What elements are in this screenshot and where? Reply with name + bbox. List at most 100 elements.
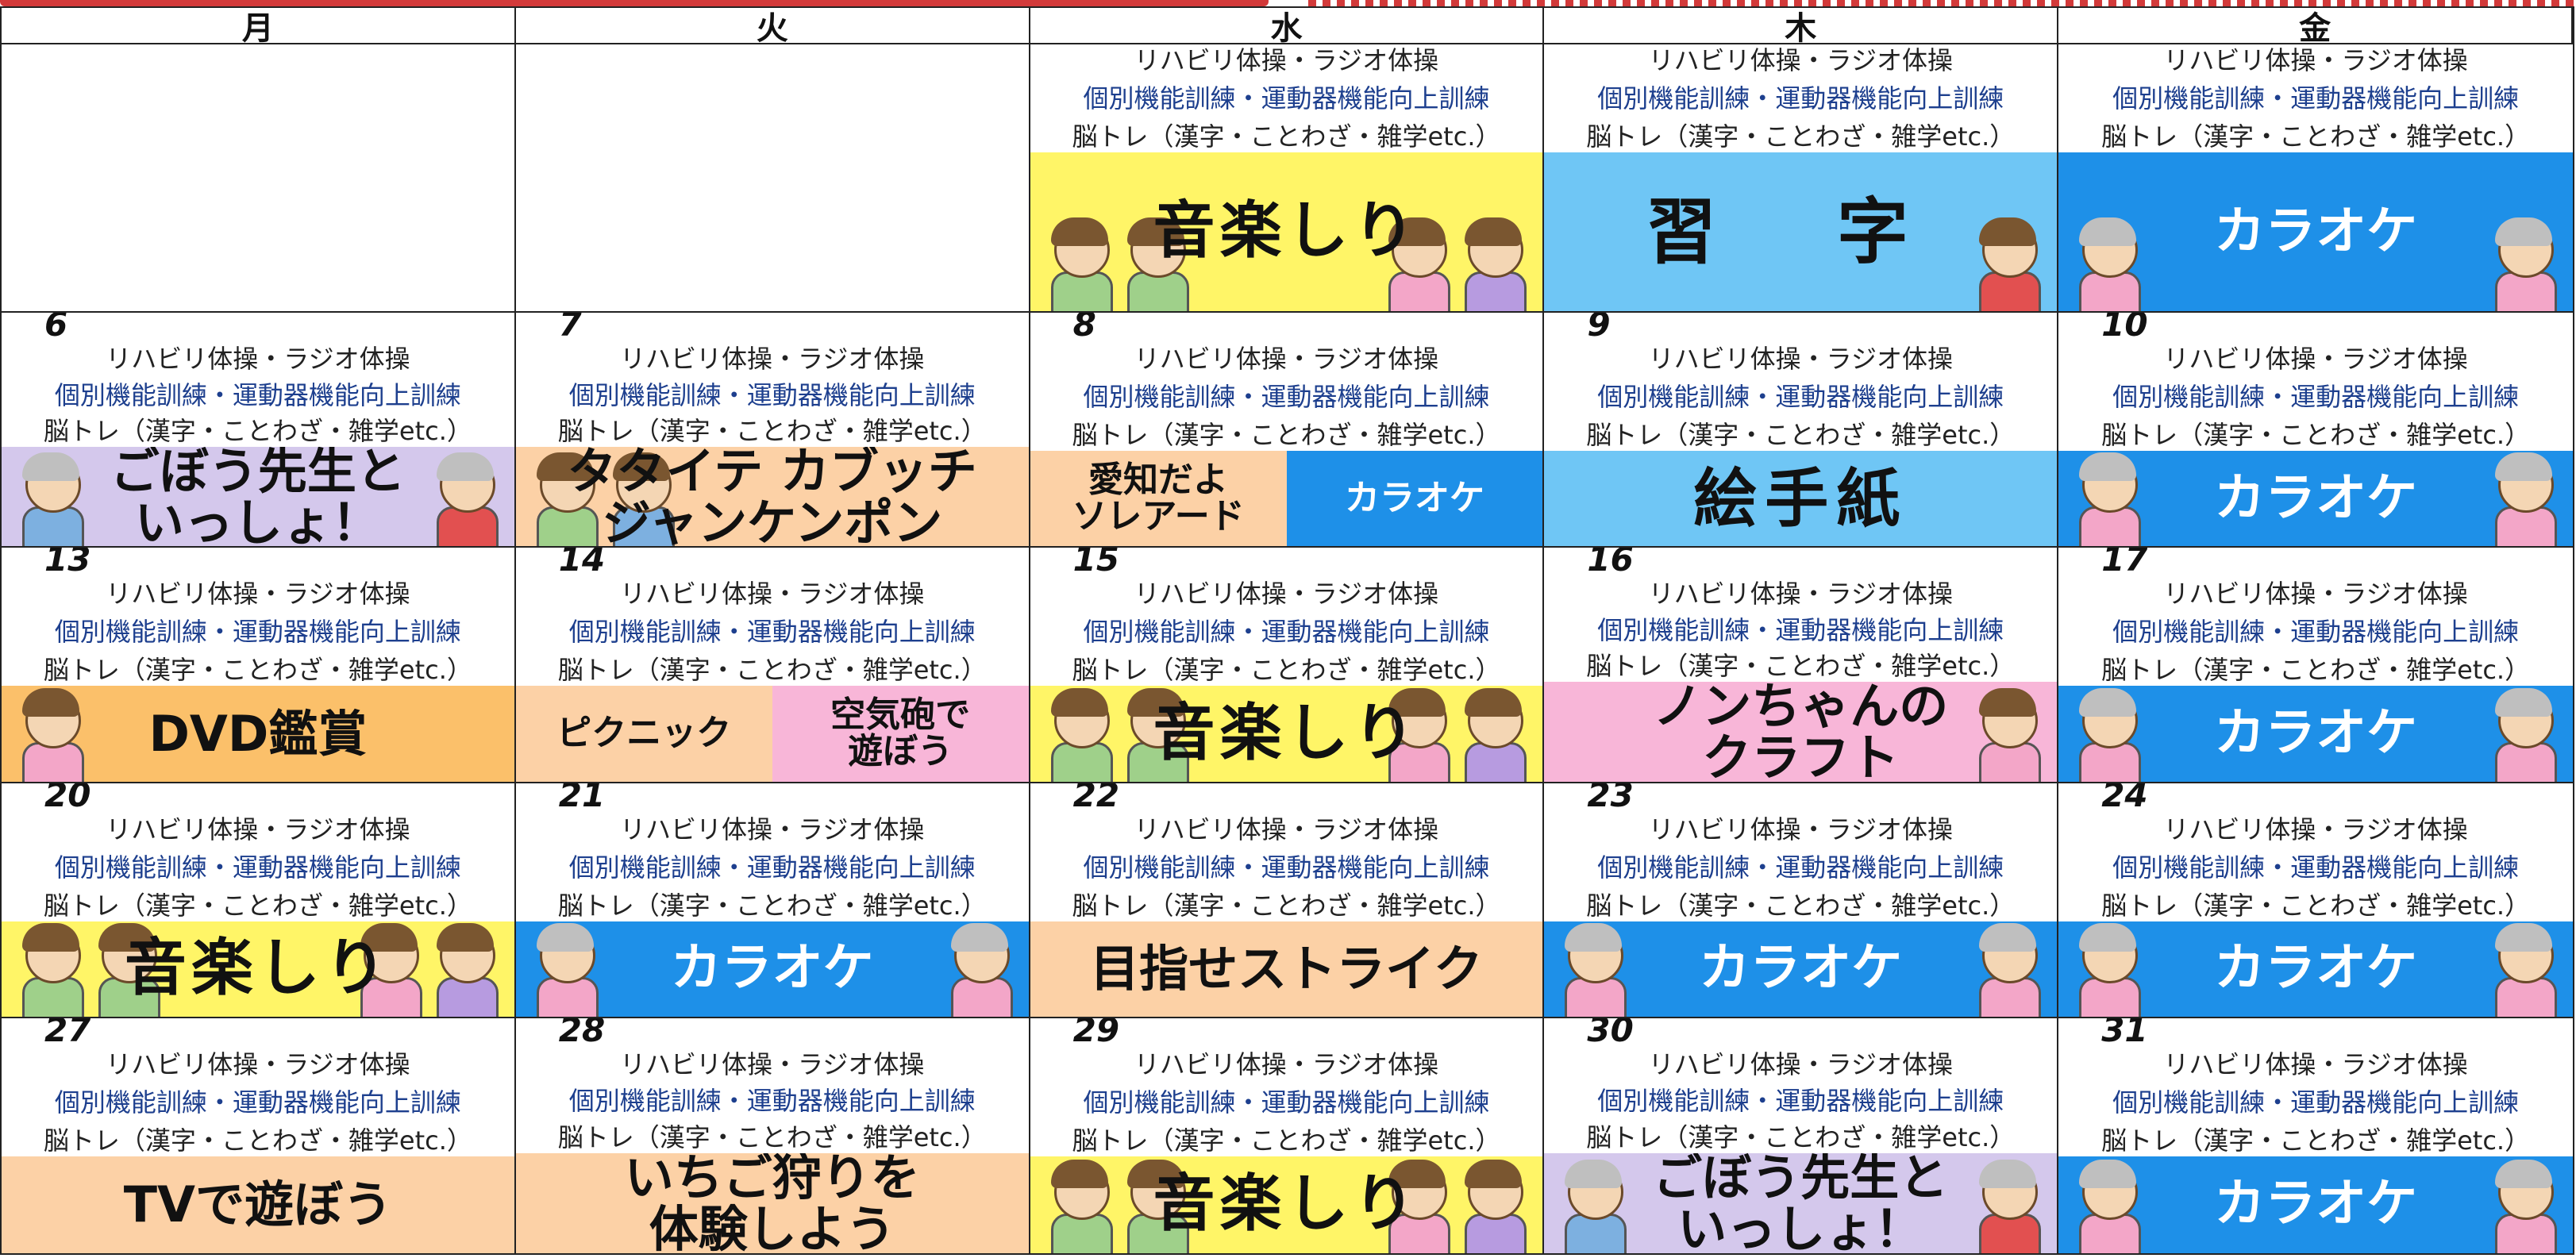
routine-line3: 脳トレ（漢字・ことわざ・雑学etc.）: [1072, 420, 1501, 451]
person-icon: [89, 922, 165, 1017]
activity-banner: ピクニック空気砲で 遊ぼう: [515, 686, 1029, 782]
day-number: 6: [44, 313, 68, 344]
activity-label: 習 字: [1645, 189, 1956, 274]
activity-label: TVで遊ぼう: [123, 1175, 393, 1234]
routine-lines: リハビリ体操・ラジオ体操個別機能訓練・運動器機能向上訓練脳トレ（漢字・ことわざ・…: [2, 578, 514, 686]
routine-lines: リハビリ体操・ラジオ体操個別機能訓練・運動器機能向上訓練脳トレ（漢字・ことわざ・…: [1544, 343, 2057, 451]
day-number: 23: [1587, 783, 1634, 814]
person-icon: [1455, 217, 1531, 312]
day-number: 17: [2101, 548, 2148, 579]
activity-banner: カラオケ: [2058, 686, 2573, 782]
top-red-bar: [0, 0, 1269, 6]
routine-line2: 個別機能訓練・運動器機能向上訓練: [1597, 382, 2004, 413]
day-number: 28: [558, 1018, 606, 1049]
routine-line3: 脳トレ（漢字・ことわざ・雑学etc.）: [2101, 1125, 2531, 1156]
day-cell-empty: [515, 44, 1030, 314]
activity-banner: カラオケ: [2058, 152, 2573, 312]
elderly-icon: [13, 452, 89, 547]
routine-line3: 脳トレ（漢字・ことわざ・雑学etc.）: [43, 416, 472, 447]
elderly-singer-icon: [2486, 1160, 2562, 1253]
activity-label: 音楽しり: [1153, 697, 1420, 769]
activity-banner: 音楽しり: [1030, 152, 1543, 312]
routine-lines: リハビリ体操・ラジオ体操個別機能訓練・運動器機能向上訓練脳トレ（漢字・ことわざ・…: [516, 343, 1029, 447]
routine-line3: 脳トレ（漢字・ことわざ・雑学etc.）: [43, 1125, 472, 1156]
person-icon: [1455, 687, 1531, 782]
routine-line1: リハビリ体操・ラジオ体操: [106, 814, 410, 844]
routine-line2: 個別機能訓練・運動器機能向上訓練: [2112, 852, 2520, 883]
weekday-header-thu: 木: [1544, 8, 2059, 47]
elderly-singer-icon: [2486, 922, 2562, 1017]
person-icon: [1118, 217, 1194, 312]
day-number: 15: [1072, 548, 1120, 579]
day-cell-3: 3リハビリ体操・ラジオ体操個別機能訓練・運動器機能向上訓練脳トレ（漢字・ことわざ…: [2058, 44, 2573, 314]
activity-banner: 音楽しり: [1030, 1156, 1543, 1253]
person-icon: [1379, 687, 1455, 782]
weekday-header-mon: 月: [2, 8, 516, 47]
routine-lines: リハビリ体操・ラジオ体操個別機能訓練・運動器機能向上訓練脳トレ（漢字・ことわざ・…: [2058, 44, 2573, 152]
activity-label: いちご狩りを 体験しよう: [624, 1152, 920, 1253]
activity-label: カラオケ: [1699, 939, 1903, 998]
routine-line2: 個別機能訓練・運動器機能向上訓練: [1083, 852, 1490, 883]
routine-line2: 個別機能訓練・運動器機能向上訓練: [1597, 1085, 2004, 1116]
routine-line3: 脳トレ（漢字・ことわざ・雑学etc.）: [1586, 420, 2016, 451]
activity-half-1: 愛知だよ ソレアード: [1030, 451, 1287, 546]
elderly-singer-icon: [1970, 922, 2046, 1017]
routine-lines: リハビリ体操・ラジオ体操個別機能訓練・運動器機能向上訓練脳トレ（漢字・ことわざ・…: [2, 814, 514, 921]
routine-lines: リハビリ体操・ラジオ体操個別機能訓練・運動器機能向上訓練脳トレ（漢字・ことわざ・…: [2058, 343, 2573, 451]
routine-line1: リハビリ体操・ラジオ体操: [620, 344, 925, 375]
activity-label: 愛知だよ ソレアード: [1072, 460, 1245, 537]
activity-banner: タタイテ カブッチ ジャンケンポン: [515, 447, 1029, 547]
routine-line2: 個別機能訓練・運動器機能向上訓練: [1083, 617, 1490, 648]
routine-line2: 個別機能訓練・運動器機能向上訓練: [1597, 83, 2004, 113]
activity-label: カラオケ: [2214, 468, 2418, 528]
activity-banner: 習 字: [1544, 152, 2058, 312]
activity-label: ごぼう先生と いっしょ！: [1653, 1152, 1949, 1253]
cat-singer-icon: [2070, 452, 2146, 547]
routine-line3: 脳トレ（漢字・ことわざ・雑学etc.）: [557, 416, 987, 447]
day-number: 7: [558, 313, 583, 344]
elderly-icon: [427, 452, 503, 547]
routine-line2: 個別機能訓練・運動器機能向上訓練: [568, 1085, 976, 1116]
routine-lines: リハビリ体操・ラジオ体操個別機能訓練・運動器機能向上訓練脳トレ（漢字・ことわざ・…: [1030, 814, 1543, 921]
day-number: 9: [1587, 313, 1611, 344]
routine-line2: 個別機能訓練・運動器機能向上訓練: [54, 1087, 461, 1118]
game-player-icon: [603, 452, 680, 547]
day-number: 10: [2101, 313, 2148, 344]
calligraphy-person-icon: [1970, 217, 2046, 312]
singer-icon: [2070, 217, 2146, 312]
routine-line1: リハビリ体操・ラジオ体操: [1134, 1048, 1439, 1079]
activity-banner: いちご狩りを 体験しよう: [515, 1152, 1029, 1253]
person-icon: [351, 922, 427, 1017]
activity-label: カラオケ: [2214, 939, 2418, 998]
activity-half-2: 空気砲で 遊ぼう: [772, 686, 1029, 782]
routine-line1: リハビリ体操・ラジオ体操: [1648, 1048, 1953, 1079]
day-cell-1: 1リハビリ体操・ラジオ体操個別機能訓練・運動器機能向上訓練脳トレ（漢字・ことわざ…: [1030, 44, 1545, 314]
activity-banner: カラオケ: [1544, 921, 2058, 1017]
activity-banner: ごぼう先生と いっしょ！: [1544, 1152, 2058, 1253]
routine-lines: リハビリ体操・ラジオ体操個別機能訓練・運動器機能向上訓練脳トレ（漢字・ことわざ・…: [1030, 343, 1543, 451]
routine-line3: 脳トレ（漢字・ことわざ・雑学etc.）: [557, 890, 987, 921]
day-number: 24: [2101, 783, 2148, 814]
routine-line2: 個別機能訓練・運動器機能向上訓練: [54, 379, 461, 410]
activity-banner: カラオケ: [2058, 1156, 2573, 1253]
activity-banner: 音楽しり: [2, 921, 514, 1017]
activity-banner: DVD鑑賞: [2, 686, 514, 782]
elderly-singer-icon: [2486, 687, 2562, 782]
routine-lines: リハビリ体操・ラジオ体操個別機能訓練・運動器機能向上訓練脳トレ（漢字・ことわざ・…: [1030, 1048, 1543, 1156]
activity-label: 絵手紙: [1693, 461, 1908, 537]
routine-lines: リハビリ体操・ラジオ体操個別機能訓練・運動器機能向上訓練脳トレ（漢字・ことわざ・…: [1544, 44, 2057, 152]
routine-line3: 脳トレ（漢字・ことわざ・雑学etc.）: [1072, 890, 1501, 921]
person-icon: [1042, 1160, 1118, 1253]
routine-lines: リハビリ体操・ラジオ体操個別機能訓練・運動器機能向上訓練脳トレ（漢字・ことわざ・…: [1544, 1048, 2057, 1153]
routine-line1: リハビリ体操・ラジオ体操: [1648, 579, 1953, 610]
girl-icon: [1970, 687, 2046, 782]
day-number: 29: [1072, 1018, 1120, 1049]
